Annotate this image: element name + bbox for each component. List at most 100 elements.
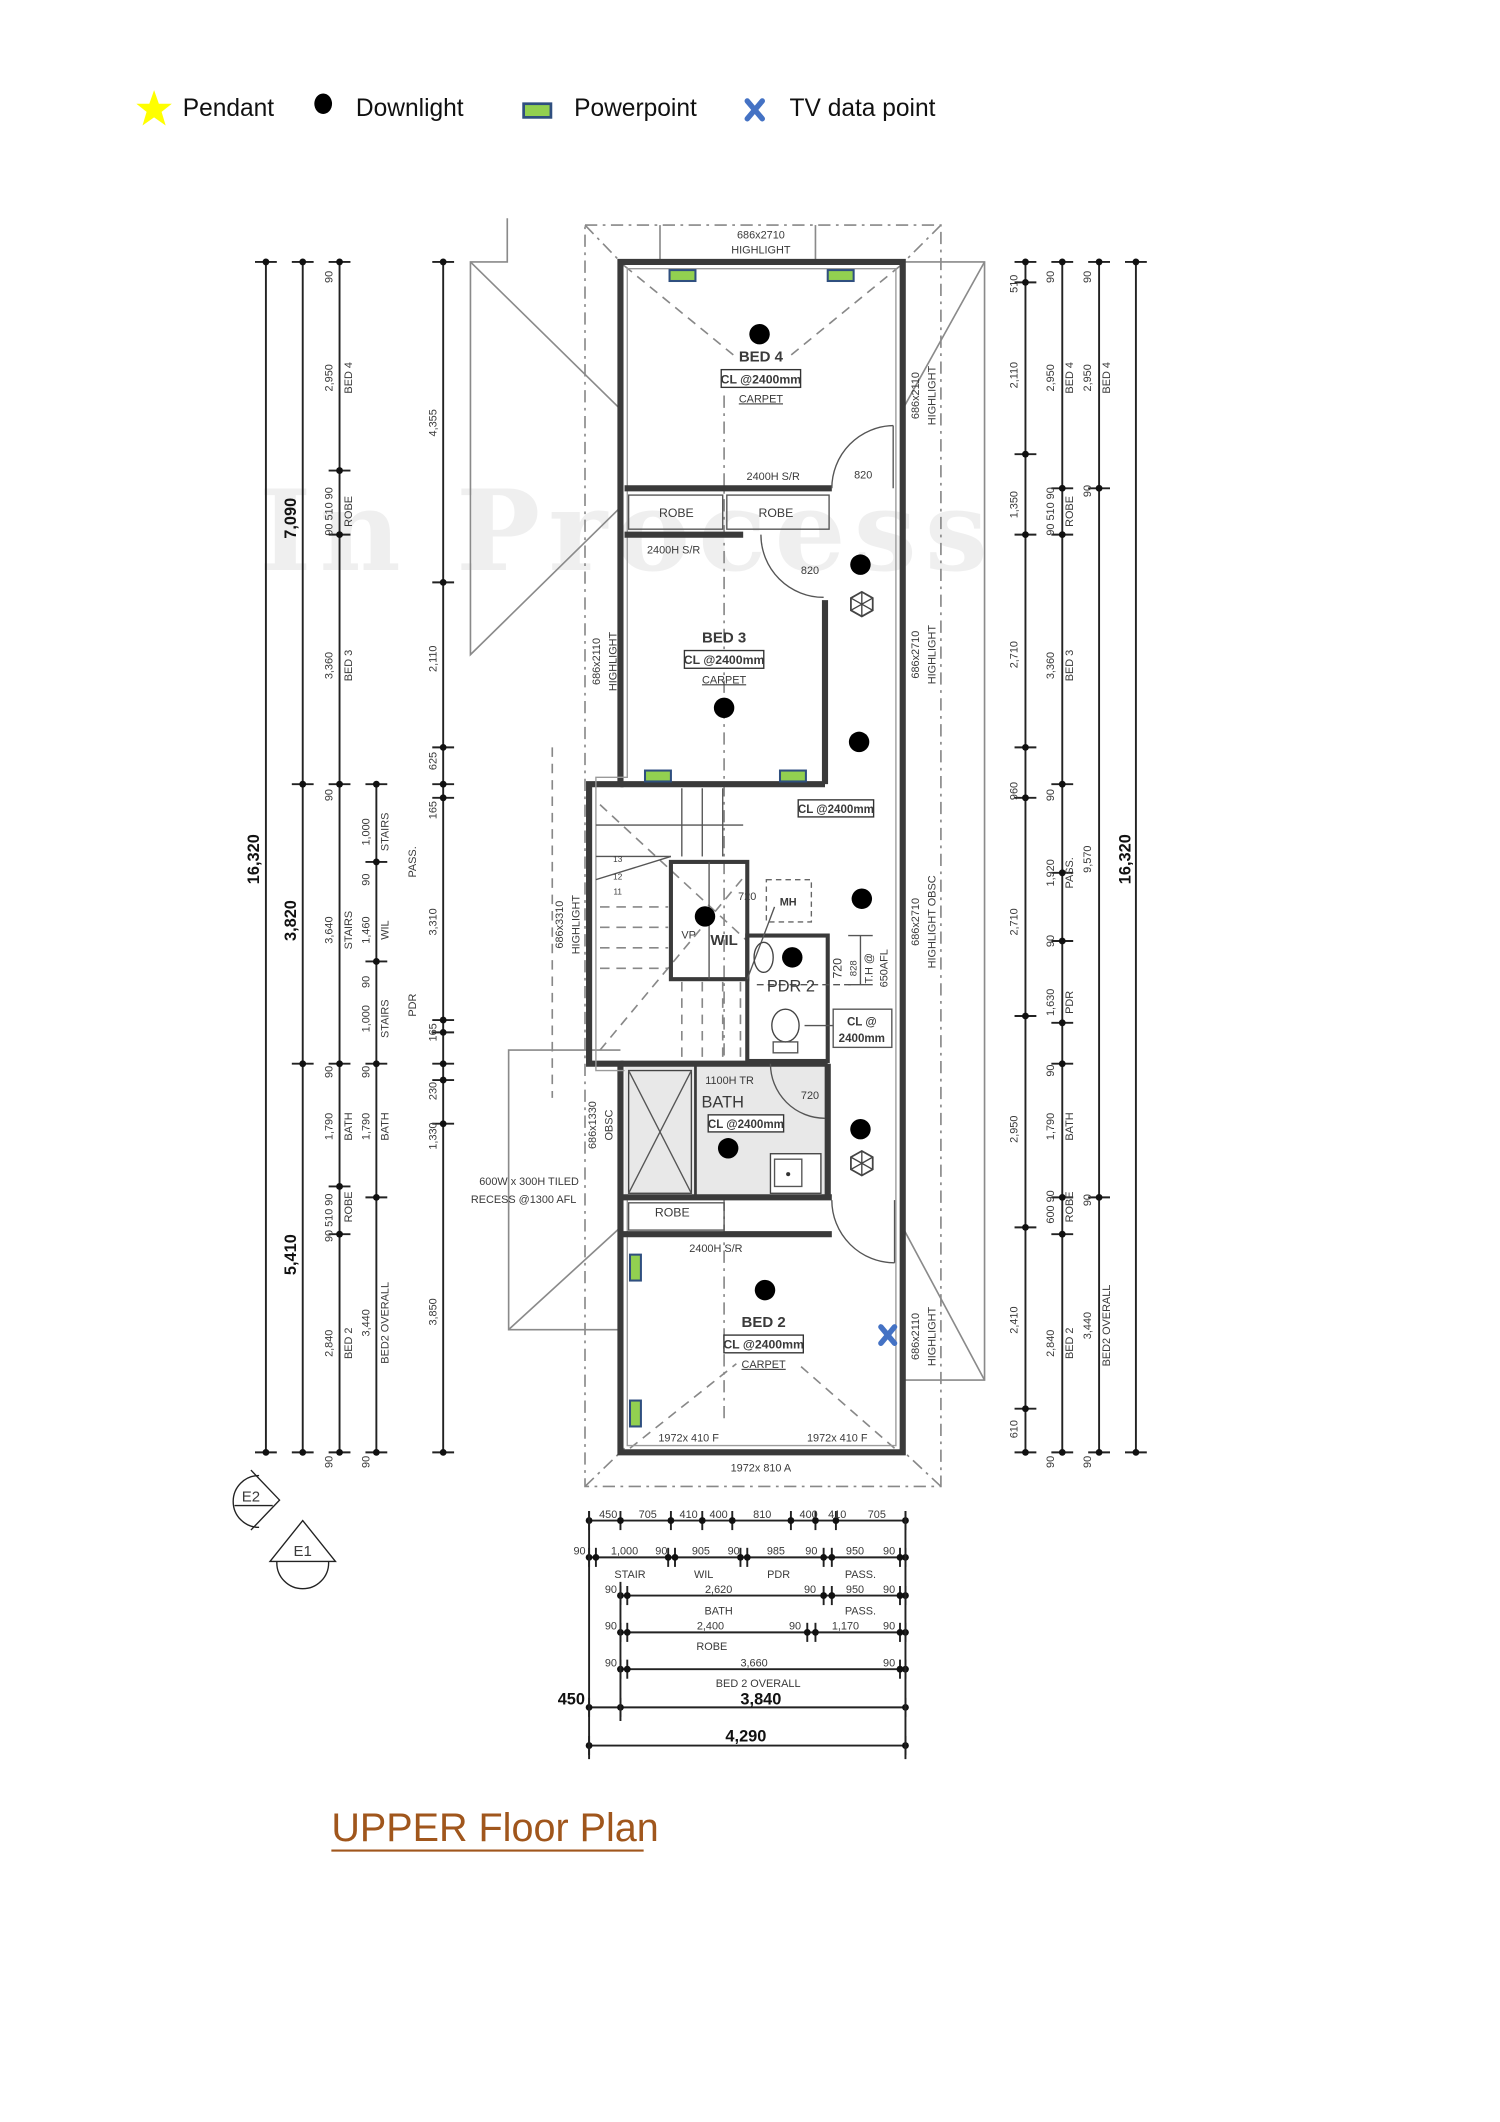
dimension-label-bottom: PDR — [767, 1569, 790, 1581]
dimension-label-left: 3,640 — [324, 916, 336, 943]
bed4-name-label: BED 4 — [739, 348, 784, 365]
ceiling-fan-icon — [850, 1149, 874, 1177]
dimension-label-bottom: 90 — [804, 1584, 816, 1596]
dimension-label-left: 165 — [427, 801, 439, 819]
legend-tv-data-point: TV data point — [790, 95, 936, 122]
dimension-label-bottom: 90 — [655, 1546, 667, 1558]
downlight-icon — [749, 323, 770, 345]
bath-window-type-label: OBSC — [603, 1110, 615, 1141]
dimension-label-right: 1,790 — [1045, 1113, 1057, 1140]
dimension-label-right: 90 — [1082, 1456, 1094, 1468]
dimension-label-left: BED 2 — [343, 1328, 355, 1359]
stairs — [595, 788, 744, 1061]
label-box — [723, 1334, 805, 1354]
dimension-label-right: BED 4 — [1064, 362, 1076, 393]
dimension-label-right: 16,320 — [1116, 834, 1134, 884]
dimension-label-bottom: 90 — [605, 1584, 617, 1596]
dimension-label-left: BED 4 — [343, 362, 355, 393]
dimension-label-bottom: 950 — [846, 1584, 864, 1596]
dimension-label-left: STAIRS — [343, 911, 355, 950]
dimension-label-left: 90 — [361, 1456, 373, 1468]
downlights — [694, 323, 873, 1301]
shower — [627, 1069, 693, 1194]
top-window-type-label: HIGHLIGHT — [731, 245, 791, 257]
stairs-12-label: 12 — [613, 873, 623, 882]
dimension-label-left: 7,090 — [282, 498, 300, 539]
powerpoint-icon — [522, 102, 553, 119]
dimension-label-left: WIL — [380, 920, 392, 939]
dimension-label-bottom: 400 — [710, 1509, 728, 1521]
wil-label: WIL — [710, 932, 738, 949]
dimension-label-left: 90 — [324, 271, 336, 283]
bed4-sr-label: 2400H S/R — [747, 471, 800, 483]
dimension-label-right: BED2 OVERALL — [1101, 1285, 1113, 1367]
stairs-window-size-label: 686x3310 — [554, 901, 566, 949]
dimension-label-bottom: 2,620 — [705, 1584, 732, 1596]
vp-label: VP — [681, 929, 696, 941]
dimension-label-left: 1,460 — [361, 916, 373, 943]
fixtures — [627, 878, 893, 1194]
dimension-label-right: 9,570 — [1082, 846, 1094, 873]
downlight-icon — [851, 888, 873, 909]
dimension-label-left: STAIRS — [380, 999, 392, 1038]
legend-pendant: Pendant — [183, 95, 275, 122]
dimension-label-left: 2,110 — [427, 646, 439, 672]
dimension-label-left: PDR — [407, 993, 419, 1016]
dimension-label-bottom: 2,400 — [697, 1621, 724, 1633]
downlight-icon — [848, 731, 870, 753]
downlight-icon — [717, 1138, 739, 1159]
dimension-label-left: 1,790 — [361, 1113, 373, 1140]
dimension-label-left: 3,850 — [427, 1298, 439, 1325]
stairs-13-label: 13 — [613, 855, 623, 864]
stairs-window-type-label: HIGHLIGHT — [571, 895, 583, 955]
dimension-label-bottom: 450 — [558, 1691, 585, 1709]
dimension-label-right: 3,360 — [1045, 652, 1057, 679]
bath-tr-label: 1100H TR — [705, 1075, 754, 1087]
pdr-door-label: 720 — [830, 958, 844, 979]
dimension-label-bottom: 400 — [800, 1509, 818, 1521]
legend: Pendant Downlight Powerpoint TV data poi… — [136, 90, 936, 126]
manhole — [765, 878, 813, 923]
dimension-label-right: 2,710 — [1008, 908, 1020, 935]
toilet-icon — [771, 1008, 800, 1043]
tv-data-point-icon — [878, 1324, 898, 1346]
pass-window-type-label: HIGHLIGHT OBSC — [926, 875, 938, 968]
elev-e2-label: E2 — [242, 1488, 260, 1505]
dimension-label-right: 510 — [1008, 275, 1020, 293]
star-icon — [136, 90, 172, 126]
dimension-label-left: BATH — [380, 1112, 392, 1140]
roof-outline — [469, 218, 986, 1488]
label-box — [707, 1114, 785, 1133]
dot-icon — [314, 93, 333, 114]
dimension-label-bottom: 450 — [599, 1509, 617, 1521]
dimension-label-left: ROBE — [343, 496, 355, 527]
bed3-window-size-label: 686x2110 — [591, 638, 603, 685]
dimension-label-right: 600 90 — [1045, 1190, 1057, 1223]
pdr-ceiling2-label: 2400mm — [839, 1033, 885, 1045]
dimension-label-left: 3,360 — [324, 652, 336, 679]
dimension-label-right: 90 510 90 — [1045, 487, 1057, 535]
robe3-label: ROBE — [655, 1205, 690, 1219]
powerpoint-icon — [778, 769, 807, 783]
recess1-label: 600W x 300H TILED — [479, 1176, 579, 1188]
dimension-label-left: 1,790 — [324, 1113, 336, 1140]
dimension-label-right: 3,440 — [1082, 1312, 1094, 1339]
dimension-lines — [254, 258, 1147, 1760]
bed3-ceiling-label: CL @2400mm — [684, 653, 765, 667]
dimension-label-right: 610 — [1008, 1420, 1020, 1438]
robe2-label: ROBE — [759, 506, 794, 520]
dimension-label-bottom: 410 — [680, 1509, 698, 1521]
dimension-label-bottom: PASS. — [845, 1606, 876, 1618]
dimension-label-right: 90 — [1045, 1064, 1057, 1076]
dimension-label-left: 625 — [427, 752, 439, 770]
dimension-label-right: 2,950 — [1008, 1116, 1020, 1143]
dimension-label-right: 1,920 — [1045, 859, 1057, 886]
page-title: UPPER Floor Plan — [331, 1806, 658, 1850]
downlight-icon — [754, 1279, 776, 1301]
legend-powerpoint: Powerpoint — [574, 95, 697, 122]
downlight-icon — [782, 947, 803, 968]
pdr-dim-label: 828 — [848, 960, 859, 976]
